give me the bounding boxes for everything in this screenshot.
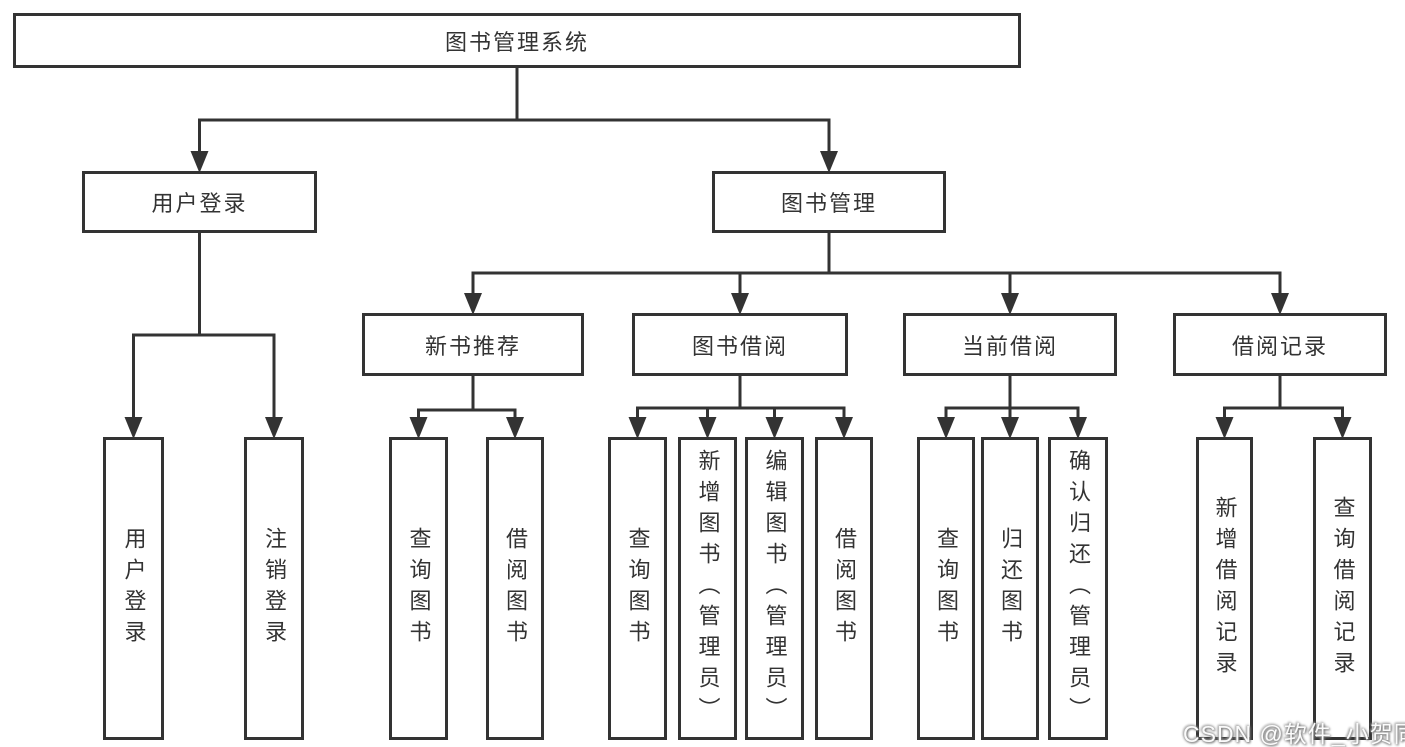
node-label: 归还图书 bbox=[998, 526, 1023, 651]
node-borrow-record: 借阅记录 bbox=[1173, 313, 1387, 376]
node-label: 注销登录 bbox=[262, 526, 287, 651]
node-label: 新增图书（管理员） bbox=[695, 449, 721, 728]
node-new-book: 新书推荐 bbox=[362, 313, 584, 376]
node-leaf-user-login: 用户登录 bbox=[103, 437, 164, 740]
node-label: 借阅记录 bbox=[1231, 333, 1328, 359]
node-leaf-confirm-return: 确认归还（管理员） bbox=[1048, 437, 1108, 740]
node-label: 图书管理系统 bbox=[444, 29, 589, 55]
node-label: 新增借阅记录 bbox=[1212, 495, 1238, 682]
node-leaf-query-book-a: 查询图书 bbox=[389, 437, 448, 740]
node-leaf-borrow-book-a: 借阅图书 bbox=[486, 437, 544, 740]
node-leaf-query-book-c: 查询图书 bbox=[917, 437, 975, 740]
node-leaf-edit-book: 编辑图书（管理员） bbox=[745, 437, 804, 740]
node-label: 用户登录 bbox=[121, 526, 147, 651]
node-label: 借阅图书 bbox=[832, 526, 857, 651]
node-label: 新书推荐 bbox=[424, 333, 521, 359]
node-label: 图书管理 bbox=[780, 191, 877, 216]
node-label: 确认归还（管理员） bbox=[1066, 449, 1091, 728]
node-label: 查询图书 bbox=[934, 526, 959, 651]
node-label: 编辑图书（管理员） bbox=[762, 449, 788, 728]
node-label: 当前借阅 bbox=[961, 333, 1058, 359]
node-label: 查询借阅记录 bbox=[1330, 495, 1356, 682]
node-root: 图书管理系统 bbox=[13, 13, 1021, 68]
node-leaf-query-book-b: 查询图书 bbox=[608, 437, 667, 740]
node-book-mgmt: 图书管理 bbox=[712, 171, 946, 233]
node-user-login: 用户登录 bbox=[82, 171, 317, 233]
csdn-watermark: CSDN @软件_小贺同学 bbox=[1183, 721, 1405, 747]
node-leaf-query-record: 查询借阅记录 bbox=[1313, 437, 1372, 740]
node-label: 用户登录 bbox=[151, 191, 248, 216]
node-leaf-borrow-book-b: 借阅图书 bbox=[815, 437, 873, 740]
node-label: 借阅图书 bbox=[503, 526, 528, 651]
node-label: 图书借阅 bbox=[691, 333, 788, 359]
node-leaf-return-book: 归还图书 bbox=[981, 437, 1039, 740]
node-current-borrow: 当前借阅 bbox=[903, 313, 1117, 376]
node-label: 查询图书 bbox=[406, 526, 432, 651]
node-label: 查询图书 bbox=[625, 526, 651, 651]
node-leaf-add-record: 新增借阅记录 bbox=[1196, 437, 1253, 740]
node-book-borrow: 图书借阅 bbox=[632, 313, 848, 376]
node-leaf-add-book: 新增图书（管理员） bbox=[678, 437, 737, 740]
node-leaf-logout: 注销登录 bbox=[244, 437, 304, 740]
